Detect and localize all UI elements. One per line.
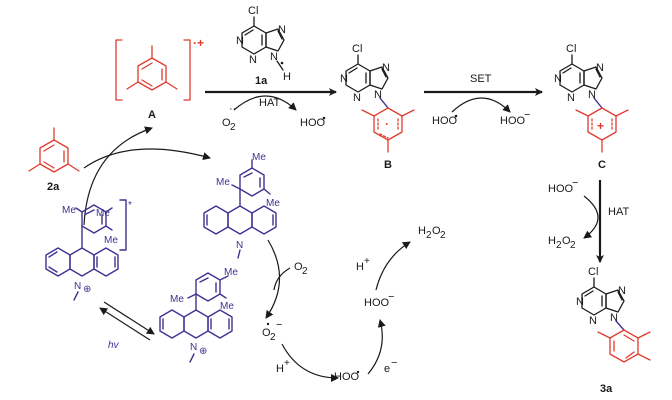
arrow-set: SET HOO HOO − — [424, 73, 543, 127]
svg-text:2: 2 — [270, 332, 276, 343]
label-1a: 1a — [255, 75, 268, 87]
svg-text:Cl: Cl — [566, 43, 576, 55]
label-B: B — [384, 159, 392, 171]
svg-text:2: 2 — [426, 230, 432, 241]
atom-n: N — [236, 35, 244, 47]
svg-text:−: − — [391, 357, 397, 369]
hv-equilibrium: hv — [99, 301, 155, 351]
svg-text:−: − — [524, 109, 530, 121]
mesitylene-2a: 2a — [28, 127, 80, 193]
cation-sign-C: + — [597, 119, 604, 133]
svg-text:N: N — [340, 73, 348, 85]
svg-text:⊕: ⊕ — [199, 346, 207, 357]
svg-text:*: * — [128, 200, 132, 211]
svg-text:+: + — [284, 358, 290, 369]
svg-text:Me: Me — [216, 177, 230, 188]
svg-text:Me: Me — [104, 235, 118, 246]
svg-text:HOO: HOO — [432, 115, 458, 127]
svg-text:Me: Me — [96, 208, 110, 219]
svg-text:2: 2 — [570, 240, 576, 251]
label-2a: 2a — [47, 181, 60, 193]
svg-text:e: e — [384, 363, 390, 375]
label-hat-2: HAT — [608, 206, 629, 218]
svg-text:N: N — [353, 92, 361, 104]
n-c-bond — [379, 97, 389, 109]
atom-n: N — [278, 24, 286, 36]
intermediate-B: Cl N N N N · B — [340, 43, 415, 171]
arrow-hat-2: HAT HOO − H 2 O 2 — [548, 177, 629, 263]
arrow-to-acridine — [83, 148, 211, 169]
peroxide-cycle: H + HOO e − HOO − H + H 2 O 2 — [276, 225, 446, 383]
svg-text:N: N — [618, 285, 626, 297]
label-3a: 3a — [600, 383, 613, 395]
acridinium-excited: * Me Me Me N ⊕ — [45, 199, 132, 301]
svg-text:−: − — [572, 177, 578, 189]
svg-text:N: N — [236, 240, 243, 251]
svg-text:N: N — [374, 89, 382, 101]
svg-text:N: N — [610, 312, 618, 324]
svg-text:Cl: Cl — [588, 266, 598, 278]
svg-text:N: N — [554, 73, 562, 85]
svg-text:−: − — [388, 291, 394, 303]
svg-text:N: N — [382, 62, 390, 74]
svg-text:O: O — [262, 327, 271, 339]
label-set: SET — [470, 73, 492, 85]
chloropurine-1a: Cl N N N N H 1a — [236, 5, 291, 87]
svg-text:Me: Me — [170, 294, 184, 305]
svg-text:N: N — [589, 315, 597, 327]
radical-cation-sign: ·+ — [193, 36, 204, 50]
svg-text:2: 2 — [230, 122, 236, 133]
acridine-reduced: Me Me Me N — [203, 152, 280, 259]
o2-label: O — [222, 117, 231, 129]
svg-text:Me: Me — [266, 198, 280, 209]
svg-text:N: N — [74, 281, 81, 292]
svg-text:N: N — [190, 342, 197, 353]
atom-h: H — [283, 71, 291, 83]
hv-label: hv — [108, 340, 120, 351]
svg-text:2: 2 — [440, 230, 446, 241]
svg-text:H: H — [548, 235, 556, 247]
svg-text:−: − — [276, 319, 282, 331]
intermediate-C: Cl N N N N + C — [554, 43, 629, 171]
arrow-hat-1: HAT O 2 ·· HOO — [205, 88, 337, 133]
svg-text:H: H — [418, 225, 426, 237]
svg-text:HOO: HOO — [364, 297, 390, 309]
svg-text:N: N — [588, 89, 596, 101]
radical-dot-B: · — [385, 117, 389, 131]
svg-text:Me: Me — [220, 301, 234, 312]
acridinium-ground: Me Me Me N ⊕ — [159, 267, 238, 363]
svg-text:2: 2 — [302, 266, 308, 277]
svg-text:Me: Me — [224, 267, 238, 278]
product-3a: Cl N N N N 3a — [576, 266, 651, 395]
svg-text:+: + — [364, 256, 370, 267]
plus-circle: ⊕ — [83, 284, 91, 295]
radical-cation-A: ·+ A — [115, 36, 204, 121]
svg-text:Cl: Cl — [352, 43, 362, 55]
atom-cl: Cl — [248, 5, 258, 17]
label-hat-1: HAT — [259, 97, 280, 109]
svg-text:HOO: HOO — [500, 115, 526, 127]
svg-text:HOO: HOO — [548, 183, 574, 195]
label-C: C — [598, 159, 606, 171]
svg-text:O: O — [562, 235, 571, 247]
svg-text:2: 2 — [556, 240, 562, 251]
svg-text:N: N — [576, 296, 584, 308]
label-A: A — [148, 109, 156, 121]
svg-text:Me: Me — [252, 152, 266, 163]
arrow-o2-reduction — [265, 239, 281, 319]
svg-text:H: H — [356, 261, 364, 273]
svg-text:··: ·· — [229, 103, 236, 115]
svg-text:O: O — [432, 225, 441, 237]
atom-n: N — [249, 54, 257, 66]
svg-text:H: H — [276, 363, 284, 375]
svg-text:Me: Me — [62, 205, 76, 216]
atom-n: N — [270, 51, 278, 63]
hoo-radical-label: HOO — [300, 117, 326, 129]
svg-text:O: O — [294, 261, 303, 273]
svg-text:N: N — [567, 92, 575, 104]
svg-text:N: N — [596, 62, 604, 74]
svg-text:HOO: HOO — [334, 371, 360, 383]
